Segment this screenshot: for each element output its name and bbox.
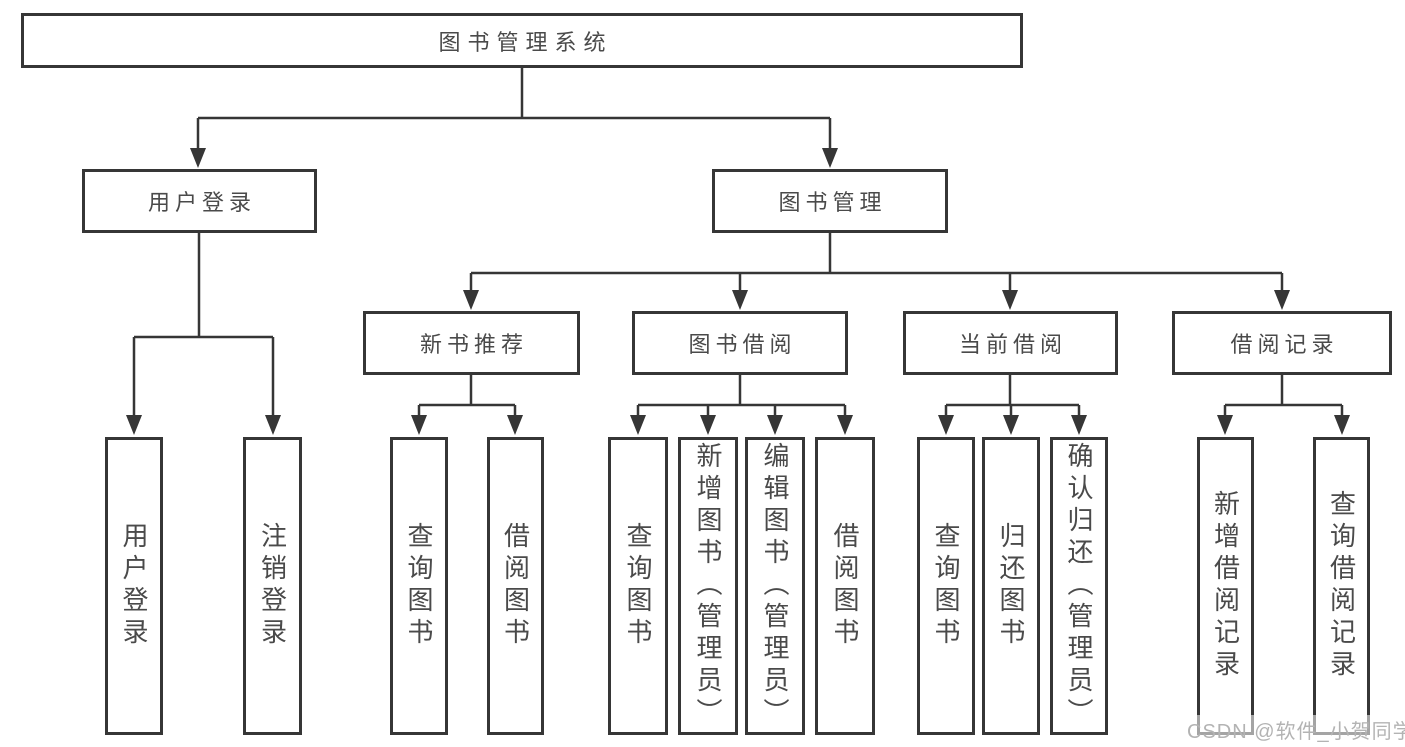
leaf-current-return-books: 归还图书 — [982, 437, 1040, 735]
leaf-logout-label: 注销登录 — [257, 522, 288, 650]
node-borrow-records: 借阅记录 — [1172, 311, 1392, 375]
node-user-login: 用户登录 — [82, 169, 317, 233]
node-current-borrow-label: 当前借阅 — [958, 332, 1067, 357]
arrowheads — [126, 148, 1350, 435]
leaf-recommend-borrow-books-label: 借阅图书 — [500, 522, 531, 650]
leaf-recommend-query-books-label: 查询图书 — [404, 522, 434, 650]
leaf-records-add-record: 新增借阅记录 — [1197, 437, 1254, 735]
node-book-borrow-label: 图书借阅 — [688, 332, 797, 357]
node-current-borrow: 当前借阅 — [903, 311, 1118, 375]
node-user-login-label: 用户登录 — [147, 190, 256, 215]
node-book-management-label: 图书管理 — [778, 190, 887, 215]
csdn-watermark: CSDN @软件_小贺同学 — [1184, 715, 1405, 746]
leaf-records-query-record: 查询借阅记录 — [1313, 437, 1370, 735]
leaf-current-confirm-return-admin-label: 确认归还（管理员） — [1064, 442, 1094, 730]
leaf-borrow-borrow-books: 借阅图书 — [815, 437, 875, 735]
leaf-records-add-record-label: 新增借阅记录 — [1210, 490, 1241, 682]
leaf-borrow-add-books-admin: 新增图书（管理员） — [678, 437, 738, 735]
leaf-current-return-books-label: 归还图书 — [996, 522, 1026, 650]
leaf-borrow-edit-books-admin-label: 编辑图书（管理员） — [760, 442, 790, 730]
leaf-records-query-record-label: 查询借阅记录 — [1326, 490, 1357, 682]
leaf-current-query-books: 查询图书 — [917, 437, 975, 735]
leaf-recommend-query-books: 查询图书 — [390, 437, 448, 735]
leaf-user-login-label: 用户登录 — [119, 522, 149, 650]
node-new-book-recommend-label: 新书推荐 — [419, 332, 528, 357]
leaf-current-query-books-label: 查询图书 — [931, 522, 961, 650]
leaf-logout: 注销登录 — [243, 437, 302, 735]
leaf-borrow-add-books-admin-label: 新增图书（管理员） — [693, 442, 723, 730]
node-borrow-records-label: 借阅记录 — [1230, 332, 1339, 357]
leaf-borrow-query-books-label: 查询图书 — [623, 522, 653, 650]
leaf-borrow-query-books: 查询图书 — [608, 437, 668, 735]
leaf-borrow-edit-books-admin: 编辑图书（管理员） — [745, 437, 805, 735]
leaf-user-login: 用户登录 — [105, 437, 163, 735]
node-root-label: 图书管理系统 — [438, 29, 613, 55]
leaf-current-confirm-return-admin: 确认归还（管理员） — [1050, 437, 1108, 735]
node-book-borrow: 图书借阅 — [632, 311, 848, 375]
leaf-borrow-borrow-books-label: 借阅图书 — [830, 522, 860, 650]
node-book-management: 图书管理 — [712, 169, 948, 233]
leaf-recommend-borrow-books: 借阅图书 — [487, 437, 544, 735]
node-new-book-recommend: 新书推荐 — [363, 311, 580, 375]
node-root: 图书管理系统 — [21, 13, 1023, 68]
